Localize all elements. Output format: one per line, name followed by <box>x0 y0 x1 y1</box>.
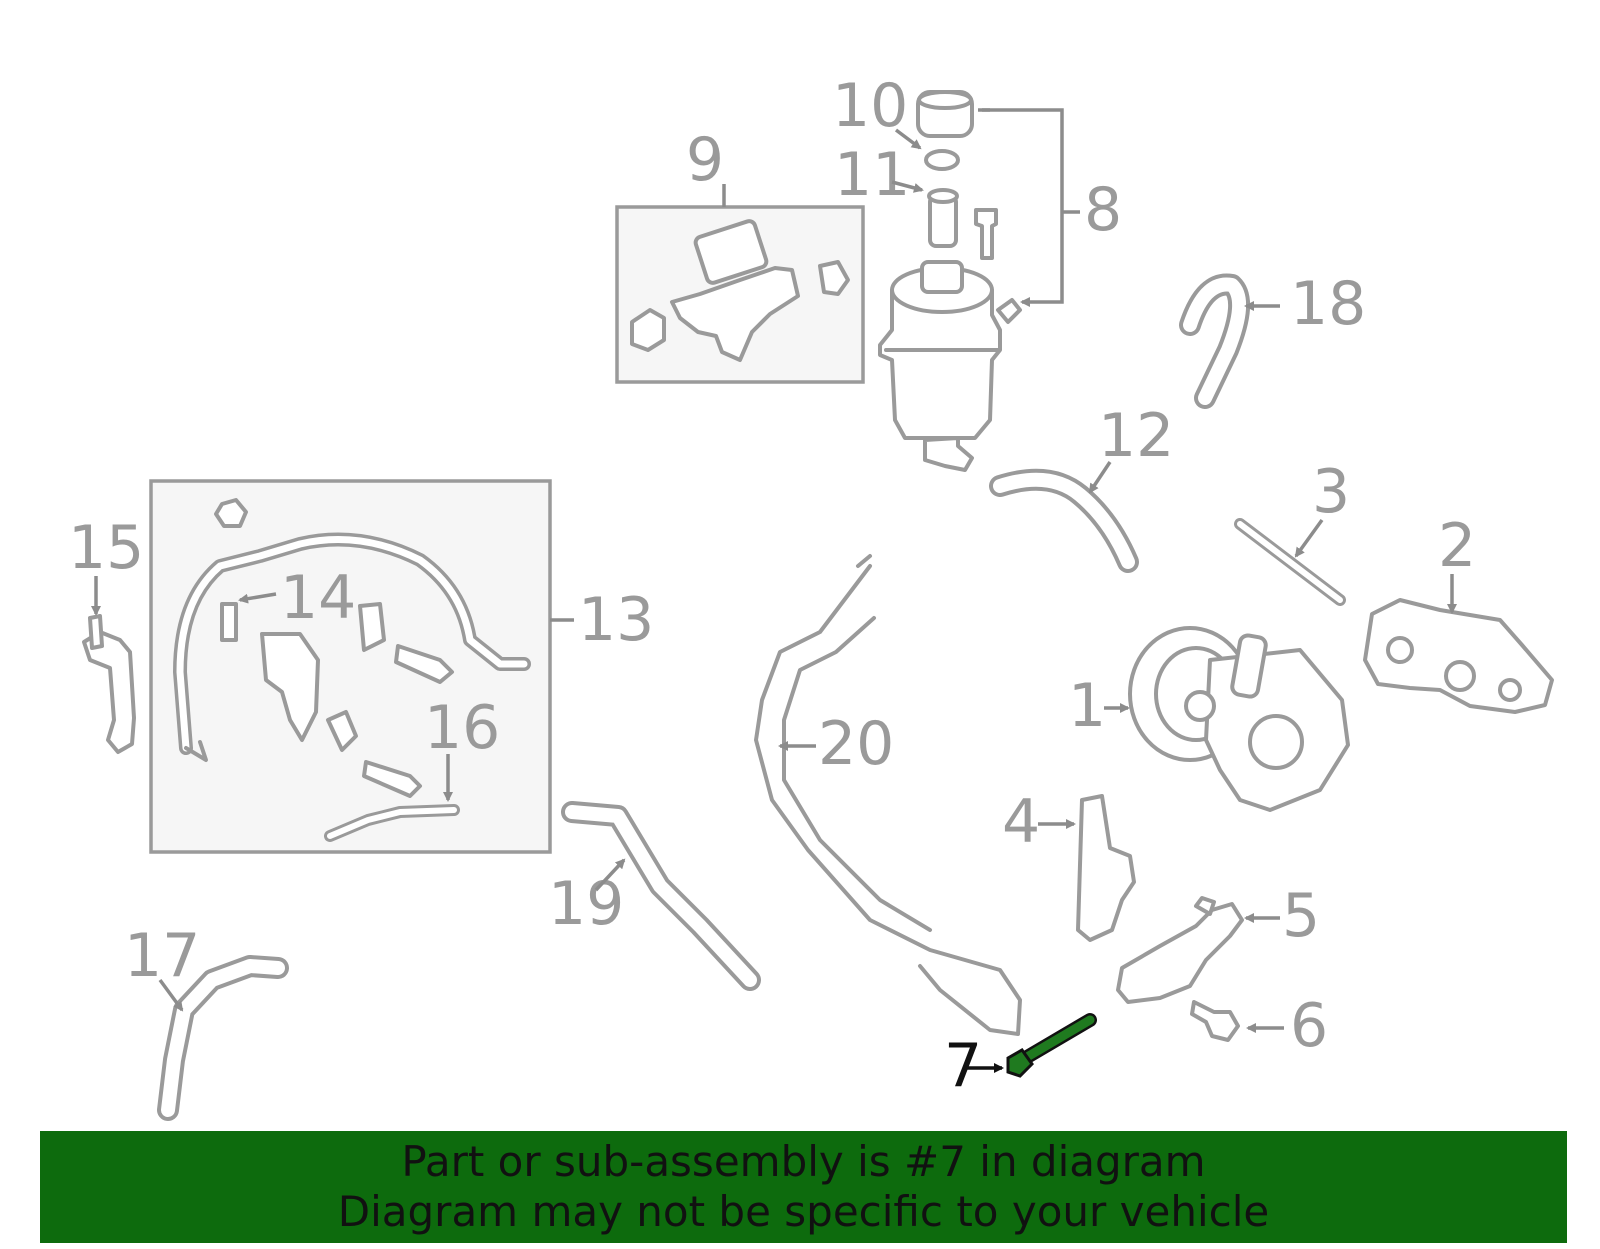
callout-3: 3 <box>1312 457 1350 527</box>
callout-10: 10 <box>832 71 908 141</box>
callout-5: 5 <box>1282 881 1320 951</box>
callout-19: 19 <box>548 869 624 939</box>
hose-kit-13[interactable] <box>173 498 531 842</box>
info-banner: Part or sub-assembly is #7 in diagram Di… <box>40 1131 1567 1243</box>
callout-15: 15 <box>68 513 144 583</box>
callout-7: 7 <box>944 1031 982 1101</box>
filler-cap-10[interactable] <box>916 90 974 138</box>
callout-8: 8 <box>1084 175 1122 245</box>
bracket-5[interactable] <box>1116 902 1244 1004</box>
gasket-11[interactable] <box>924 149 960 248</box>
reservoir-bolt[interactable] <box>974 208 998 260</box>
callout-20: 20 <box>818 709 894 779</box>
bracket-15[interactable] <box>82 630 136 754</box>
callout-11: 11 <box>834 140 910 210</box>
callout-14: 14 <box>280 563 356 633</box>
pump-1[interactable] <box>1128 626 1350 812</box>
callout-2: 2 <box>1438 511 1476 581</box>
bolt-7-highlighted[interactable] <box>1006 1013 1097 1078</box>
pressure-line-20[interactable] <box>754 554 1022 1036</box>
bracket-kit-9[interactable] <box>630 219 850 362</box>
callout-16: 16 <box>424 693 500 763</box>
reservoir-8[interactable] <box>878 260 1022 472</box>
callout-18: 18 <box>1290 269 1366 339</box>
banner-line-1: Part or sub-assembly is #7 in diagram <box>401 1137 1206 1186</box>
callout-4: 4 <box>1002 787 1040 857</box>
callout-6: 6 <box>1290 991 1328 1061</box>
callout-12: 12 <box>1098 401 1174 471</box>
banner-line-2: Diagram may not be specific to your vehi… <box>337 1187 1270 1236</box>
callout-9: 9 <box>686 125 724 195</box>
callout-1: 1 <box>1068 671 1106 741</box>
bracket-4[interactable] <box>1076 794 1136 942</box>
callout-13: 13 <box>578 585 654 655</box>
callout-17: 17 <box>124 921 200 991</box>
bolt-6[interactable] <box>1190 1000 1240 1042</box>
